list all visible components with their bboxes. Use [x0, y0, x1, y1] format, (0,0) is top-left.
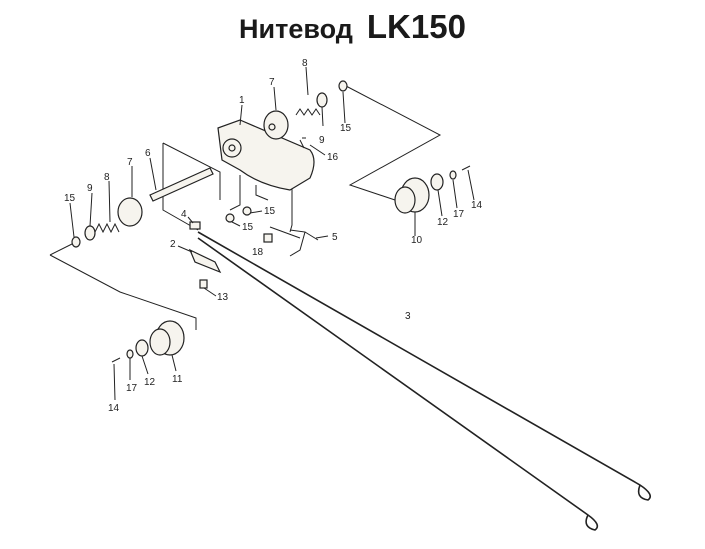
part-knob-right	[394, 165, 471, 214]
label-part-12: 12	[437, 217, 449, 228]
label-part-15: 15	[64, 193, 76, 204]
label-part-7: 7	[269, 77, 275, 88]
label-part-1: 1	[239, 95, 245, 106]
part-tension-disc-upper	[263, 80, 348, 149]
label-part-9: 9	[319, 135, 325, 146]
label-part-11: 11	[172, 374, 183, 385]
diagram-title: Нитевод LK150	[0, 8, 705, 46]
label-part-3: 3	[405, 311, 411, 322]
part-housing	[217, 119, 315, 191]
label-part-10: 10	[411, 235, 423, 246]
label-part-4: 4	[181, 209, 187, 220]
part-thread-guide-wire	[197, 231, 651, 531]
title-name: Нитевод	[239, 14, 353, 44]
label-part-14: 14	[471, 200, 483, 211]
label-part-15: 15	[340, 123, 352, 134]
title-model: LK150	[366, 8, 466, 45]
label-part-6: 6	[145, 148, 151, 159]
label-part-12: 12	[144, 377, 156, 388]
label-part-5: 5	[332, 232, 338, 243]
part-shaft	[149, 167, 214, 202]
part-guide-bracket	[188, 206, 319, 289]
label-part-17: 17	[453, 209, 465, 220]
part-number-labels: 1 7 8 9 15 16 6 7 8 9 15 4 2 13 15 15 18…	[64, 58, 483, 414]
label-part-13: 13	[217, 292, 229, 303]
label-part-15: 15	[242, 222, 254, 233]
leader-lines	[69, 66, 475, 401]
label-part-14: 14	[108, 403, 120, 414]
label-part-18: 18	[252, 247, 264, 258]
part-tension-disc-lower	[71, 197, 143, 248]
label-part-17: 17	[126, 383, 138, 394]
label-part-2: 2	[170, 239, 176, 250]
part-knob-left	[111, 320, 185, 363]
label-part-9: 9	[87, 183, 93, 194]
label-part-8: 8	[302, 58, 308, 69]
label-part-7: 7	[127, 157, 133, 168]
label-part-15: 15	[264, 206, 276, 217]
label-part-8: 8	[104, 172, 110, 183]
label-part-16: 16	[327, 152, 339, 163]
